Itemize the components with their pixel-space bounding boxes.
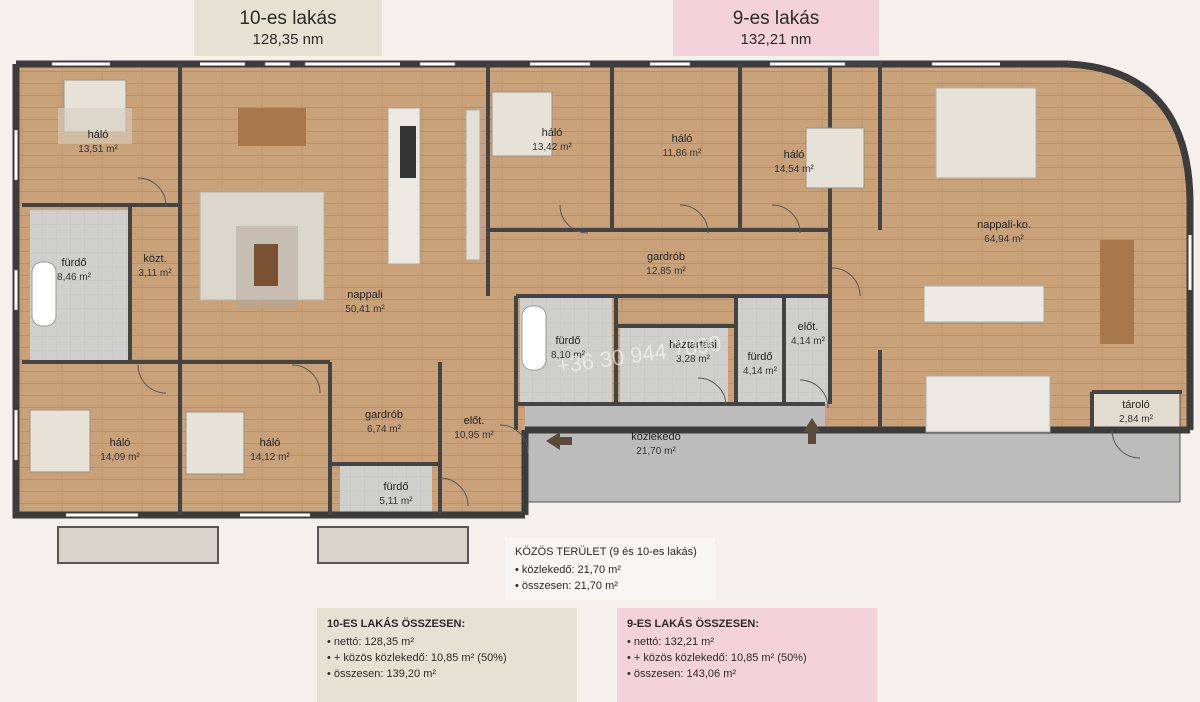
apt10-title: 10-es lakás — [239, 8, 337, 29]
inner-walls — [22, 62, 1182, 515]
apt10-header: 10-es lakás 128,35 nm — [194, 0, 382, 56]
room-area-furdo-a: 8,46 m² — [57, 272, 92, 283]
room-area-tarolo: 2,84 m² — [1119, 414, 1154, 425]
room-name-nappali: nappali — [347, 289, 382, 301]
room-name-gardrob-b: gardrób — [647, 251, 685, 263]
apt9-title: 9-es lakás — [732, 8, 820, 29]
room-name-furdo-c: fürdő — [555, 335, 580, 347]
apt9-summary-title: 9-ES LAKÁS ÖSSZESEN: — [627, 618, 760, 630]
room-name-halo-c: háló — [260, 437, 281, 449]
room-name-kozt: közt. — [143, 253, 166, 265]
room-area-halo-d: 13,42 m² — [532, 142, 572, 153]
room-name-elot-b: előt. — [798, 321, 819, 333]
balcony-right — [317, 526, 469, 564]
room-area-elot-b: 4,14 m² — [791, 336, 826, 347]
room-name-furdo-a: fürdő — [61, 257, 86, 269]
common-area-box: KÖZÖS TERÜLET (9 és 10-es lakás) • közle… — [505, 538, 715, 600]
apt9-header: 9-es lakás 132,21 nm — [673, 0, 879, 56]
room-area-halo-a: 13,51 m² — [78, 144, 118, 155]
room-area-halo-c: 14,12 m² — [250, 452, 290, 463]
room-area-haztartasi: 3,28 m² — [676, 354, 711, 365]
room-name-furdo-b: fürdő — [383, 481, 408, 493]
corridor-floor — [525, 404, 825, 430]
room-name-halo-d: háló — [542, 127, 563, 139]
windows — [14, 62, 1192, 517]
apt9-summary-line: • nettó: 132,21 m² — [627, 636, 715, 648]
room-name-halo-f: háló — [784, 149, 805, 161]
room-name-halo-e: háló — [672, 133, 693, 145]
room-area-nappali: 50,41 m² — [345, 304, 385, 315]
room-name-halo-a: háló — [88, 129, 109, 141]
room-name-tarolo: tároló — [1122, 399, 1150, 411]
balcony-left — [57, 526, 219, 564]
apt10-summary-title: 10-ES LAKÁS ÖSSZESEN: — [327, 618, 466, 630]
common-line: • összesen: 21,70 m² — [515, 580, 618, 592]
room-name-haztartasi: háztartási — [669, 339, 717, 351]
room-name-elot-a: előt. — [464, 415, 485, 427]
room-name-gardrob-a: gardrób — [365, 409, 403, 421]
room-area-halo-f: 14,54 m² — [774, 164, 814, 175]
room-area-furdo-c: 8,10 m² — [551, 350, 586, 361]
room-area-furdo-b: 5,11 m² — [379, 496, 413, 507]
common-title: KÖZÖS TERÜLET (9 és 10-es lakás) — [515, 546, 697, 558]
apt9-summary-line: • + közös közlekedő: 10,85 m² (50%) — [627, 652, 807, 664]
floor-area — [16, 64, 1190, 515]
room-name-nappali-ko: nappali-ko. — [977, 219, 1031, 231]
apt10-summary: 10-ES LAKÁS ÖSSZESEN: • nettó: 128,35 m²… — [317, 608, 577, 702]
room-area-furdo-d: 4,14 m² — [743, 366, 778, 377]
room-area-nappali-ko: 64,94 m² — [984, 234, 1024, 245]
hall-floor — [786, 296, 830, 404]
room-area-gardrob-a: 6,74 m² — [367, 424, 402, 435]
entrance-arrow-up-icon — [803, 418, 821, 444]
utility-floor — [620, 326, 728, 406]
apt10-area: 128,35 nm — [252, 31, 324, 48]
room-area-halo-e: 11,86 m² — [663, 148, 702, 159]
room-name-halo-b: háló — [110, 437, 131, 449]
apt10-summary-line: • + közös közlekedő: 10,85 m² (50%) — [327, 652, 507, 664]
furniture — [29, 79, 1134, 475]
common-line: • közlekedő: 21,70 m² — [515, 564, 621, 576]
apt9-summary-line: • összesen: 143,06 m² — [627, 668, 737, 680]
door-swings — [137, 177, 1141, 507]
entrance-arrow-left-icon — [546, 432, 572, 450]
room-name-furdo-d: fürdő — [747, 351, 772, 363]
bath-d-floor — [738, 296, 784, 404]
room-area-halo-b: 14,09 m² — [100, 452, 140, 463]
terrace — [524, 429, 1181, 503]
room-area-kozlekedo: 21,70 m² — [636, 446, 676, 457]
room-area-elot-a: 10,95 m² — [454, 430, 494, 441]
apt9-area: 132,21 nm — [740, 31, 812, 48]
apt10-summary-line: • nettó: 128,35 m² — [327, 636, 415, 648]
room-area-gardrob-b: 12,85 m² — [646, 266, 686, 277]
apt10-summary-line: • összesen: 139,20 m² — [327, 668, 437, 680]
apt9-summary: 9-ES LAKÁS ÖSSZESEN: • nettó: 132,21 m² … — [617, 608, 877, 702]
bath-b-floor — [340, 464, 432, 514]
walls — [12, 60, 1194, 519]
room-name-kozlekedo: közlekedő — [631, 431, 681, 443]
room-area-kozt: 3,11 m² — [138, 268, 172, 279]
